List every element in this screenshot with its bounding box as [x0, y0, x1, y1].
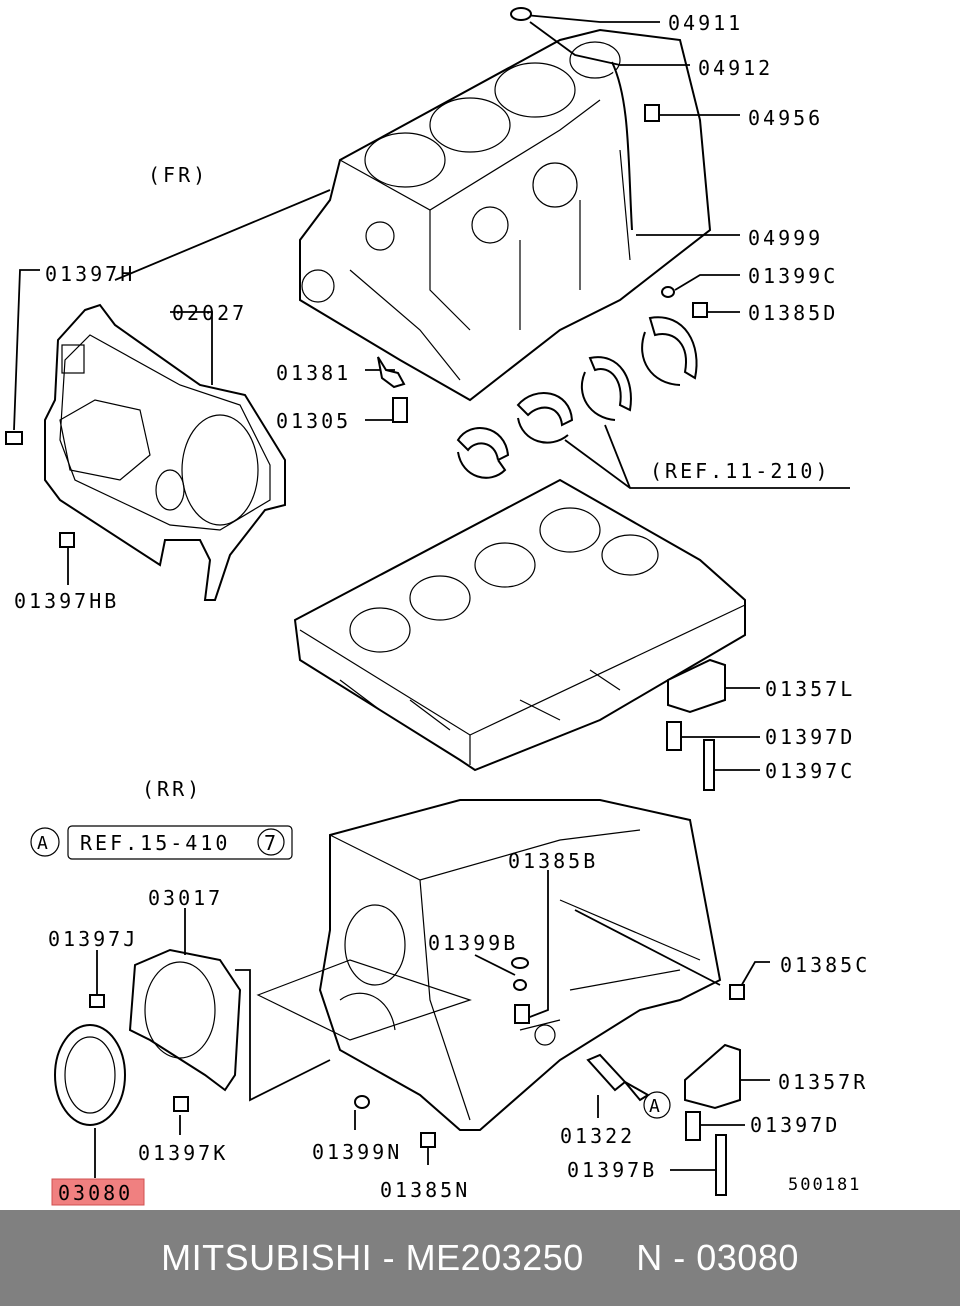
- rear-seal-parts: [54, 948, 331, 1126]
- label-01357L: 01357L: [765, 677, 855, 701]
- label-01399N: 01399N: [312, 1140, 402, 1164]
- label-01305: 01305: [276, 409, 351, 433]
- rear-view-label: (RR): [142, 777, 202, 801]
- label-03080-highlighted[interactable]: 03080: [58, 1181, 133, 1205]
- label-01397HB: 01397HB: [14, 589, 119, 613]
- label-01385N: 01385N: [380, 1178, 470, 1202]
- ref-15-410-box: A REF.15-410 7: [30, 825, 293, 860]
- label-04999: 04999: [748, 226, 823, 250]
- label-04911: 04911: [668, 11, 743, 35]
- label-02027: 02027: [172, 301, 247, 325]
- front-gasket-plate: [44, 303, 286, 601]
- exploded-parts-diagram: (FR) (REF.11-210): [5, 7, 870, 1206]
- label-01385C: 01385C: [780, 953, 870, 977]
- label-01399B: 01399B: [428, 931, 518, 955]
- label-01397C: 01397C: [765, 759, 855, 783]
- label-01399C: 01399C: [748, 264, 838, 288]
- upper-leaders: [114, 7, 740, 318]
- highlight-box: [51, 1178, 145, 1206]
- front-view-label: (FR): [148, 163, 208, 187]
- label-01357R: 01357R: [778, 1070, 868, 1094]
- footer-text: MITSUBISHI - ME203250 N - 03080: [161, 1237, 799, 1278]
- marker-a-left: A: [37, 833, 48, 854]
- label-01397H: 01397H: [45, 262, 135, 286]
- label-01397B: 01397B: [567, 1158, 657, 1182]
- lower-cylinder-block: [256, 799, 722, 1131]
- label-01385D: 01385D: [748, 301, 838, 325]
- upper-cylinder-block: [299, 28, 712, 402]
- footer-bar: MITSUBISHI - ME203250 N - 03080: [0, 1210, 960, 1306]
- label-01381: 01381: [276, 361, 351, 385]
- ref-15-410-text: REF.15-410: [80, 831, 230, 855]
- bedplate: [293, 478, 746, 772]
- label-01397D-top: 01397D: [765, 725, 855, 749]
- label-01385B: 01385B: [508, 849, 598, 873]
- ref-15-410-num: 7: [264, 831, 276, 855]
- label-01322: 01322: [560, 1124, 635, 1148]
- label-03017: 03017: [148, 886, 223, 910]
- marker-a-right: A: [649, 1096, 660, 1117]
- bearings: [456, 316, 698, 479]
- ref-11-210: (REF.11-210): [650, 459, 831, 483]
- label-01397D-bottom: 01397D: [750, 1113, 840, 1137]
- label-01397J: 01397J: [48, 927, 138, 951]
- label-01397K: 01397K: [138, 1141, 228, 1165]
- label-04956: 04956: [748, 106, 823, 130]
- label-04912: 04912: [698, 56, 773, 80]
- diagram-code: 500181: [788, 1175, 861, 1195]
